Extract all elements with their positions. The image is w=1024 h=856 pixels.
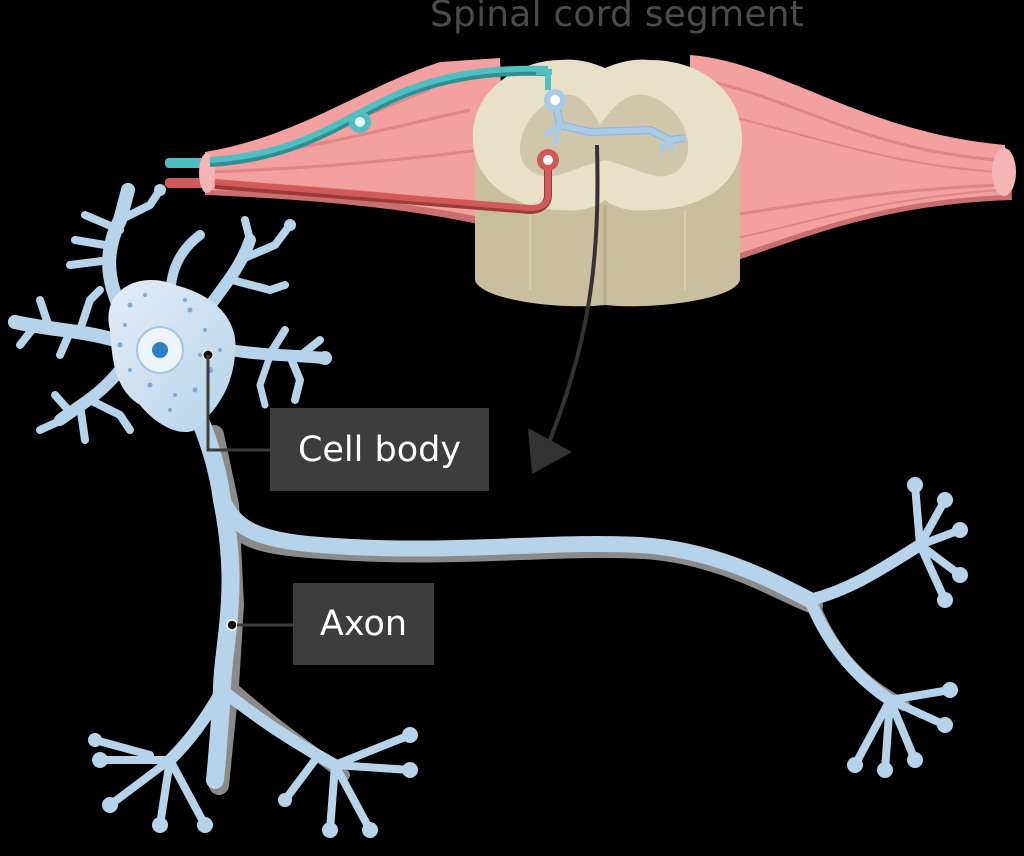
label-cell-body: Cell body — [270, 408, 489, 491]
spinal-cord-cylinder — [472, 59, 742, 307]
interneuron — [543, 89, 686, 153]
leader-line-axon — [226, 619, 293, 631]
neuron-illustration — [8, 183, 968, 838]
cell-body — [108, 280, 236, 433]
curved-arrow-icon — [528, 144, 600, 474]
label-axon: Axon — [293, 583, 434, 665]
leader-line-cell-body — [202, 349, 270, 452]
sensory-neuron — [209, 65, 552, 167]
right-nerve-bundle — [690, 55, 1016, 275]
spinal-cord-illustration — [165, 55, 1016, 307]
diagram-title: Spinal cord segment — [429, 0, 804, 35]
motor-neuron — [214, 149, 559, 215]
